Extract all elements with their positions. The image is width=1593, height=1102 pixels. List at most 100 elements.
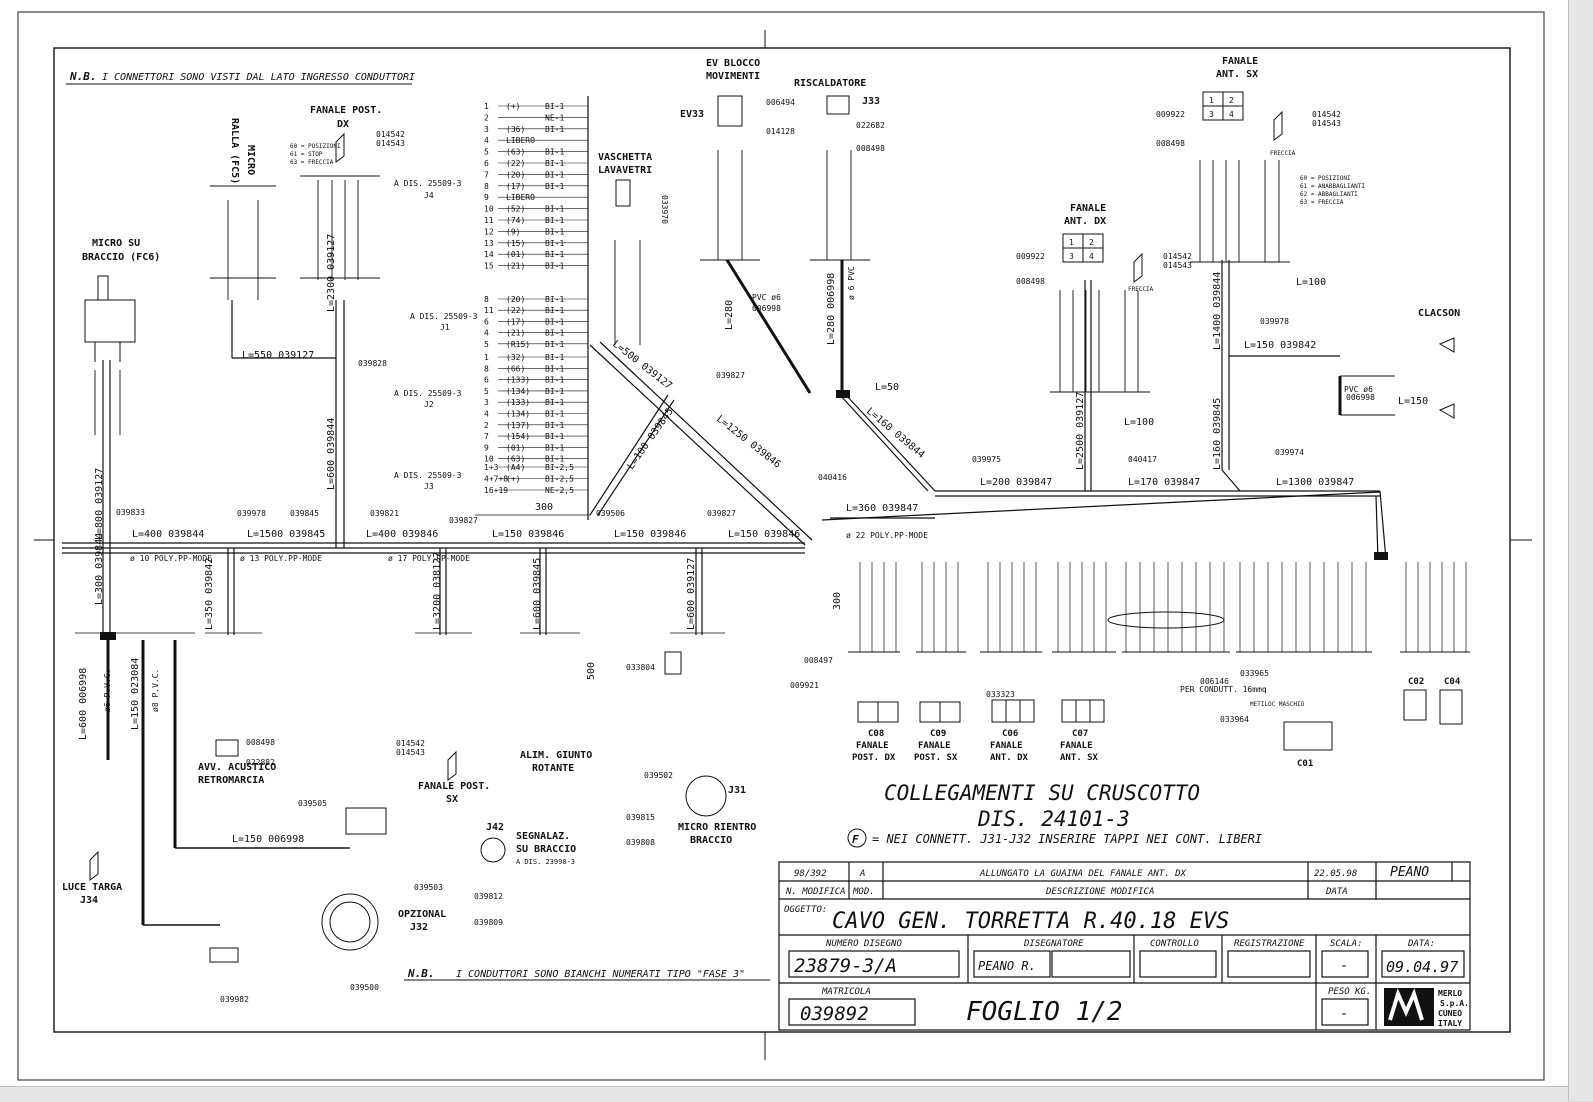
vaschetta-pump-icon	[615, 179, 631, 207]
freccia-ant-sx-icon	[1273, 110, 1283, 141]
cable-length-label: L=150 023084	[130, 658, 141, 730]
tb-numero: 23879-3/A	[794, 955, 897, 977]
j-row-type: BI-1	[545, 159, 564, 168]
tb-foglio: FOGLIO 1/2	[966, 997, 1123, 1027]
label-avv-acustico: AVV. ACUSTICO	[198, 762, 276, 773]
j-row-wire: (22)	[506, 159, 525, 168]
cable-length-label: L=100 039845	[625, 406, 675, 471]
part-number-label: 039812	[474, 892, 503, 901]
inner-frame	[53, 47, 1511, 1033]
ref-j3: A DIS. 25509-3	[394, 471, 462, 480]
cable-length-label: L=1300 039847	[1276, 477, 1354, 488]
j-row-pin: 4	[484, 329, 489, 338]
cable-length-label: L=2300 039127	[326, 234, 337, 312]
label-c07-fanale: FANALE	[1060, 741, 1093, 751]
cable-length-label: L=160 039844	[864, 406, 926, 461]
pn-014542-c: 014542	[1163, 252, 1192, 261]
sheath-label: ø 6 PVC	[847, 266, 856, 300]
label-c08-side: POST. DX	[852, 753, 896, 763]
j-row-wire: (52)	[506, 205, 525, 214]
sheath-label: PVC ø6	[1344, 385, 1373, 394]
part-number-label: 039828	[358, 359, 387, 368]
ref-j1: A DIS. 25509-3	[410, 312, 478, 321]
part-number-label: 039982	[220, 995, 249, 1004]
j-row-type: BI-1	[545, 250, 564, 259]
svg-text:3: 3	[1069, 252, 1074, 261]
sheath-pvc6: PVC ø6	[752, 293, 781, 302]
cable-length-label: L=280 006998	[826, 273, 837, 345]
pn-008498-c: 008498	[1016, 277, 1045, 286]
j-row-pin: 5	[484, 340, 489, 349]
j-row-wire: (63)	[506, 455, 525, 464]
j-row-wire: (17)	[506, 317, 525, 326]
note-bottom-text: I CONDUTTORI SONO BIANCHI NUMERATI TIPO …	[456, 969, 745, 980]
j-row-pin: 12	[484, 227, 494, 236]
ev33-valve-icon	[717, 95, 743, 127]
j-row-type: BI-1	[545, 421, 564, 430]
j-row-type: BI-1	[545, 432, 564, 441]
tb-controllo-label: CONTROLLO	[1150, 939, 1199, 949]
j-row-wire: (+)	[506, 102, 520, 111]
luce-targa-icon	[89, 850, 99, 881]
tb-matricola-label: MATRICOLA	[821, 987, 871, 997]
fanale-post-sx-icon	[447, 750, 457, 781]
label-lavavetri: LAVAVETRI	[598, 165, 652, 176]
j-row-wire: (36)	[506, 125, 525, 134]
horizontal-scrollbar[interactable]	[0, 1086, 1568, 1102]
cable-length-label: L=600 039844	[326, 418, 337, 490]
heading-collegamenti: COLLEGAMENTI SU CRUSCOTTO	[884, 781, 1200, 805]
part-number-label: 039827	[707, 509, 736, 518]
wire-fan-micro-ralla	[94, 180, 359, 435]
pn-008498-b: 008498	[1156, 139, 1185, 148]
cable-length-label: L=50	[875, 382, 899, 393]
part-number-label: 033965	[1240, 669, 1269, 678]
cable-length-label: L=360 039847	[846, 503, 918, 514]
j-row-wire: (63)	[506, 148, 525, 157]
label-c06: C06	[1002, 729, 1018, 739]
label-freccia-sx: FRECCIA	[1270, 150, 1296, 157]
j-row-wire: (01)	[506, 250, 525, 259]
label-c06-fanale: FANALE	[990, 741, 1023, 751]
label-micro-braccio-2: BRACCIO (FC6)	[82, 252, 160, 263]
j-row-type: BI-1	[545, 182, 564, 191]
cable-length-label: L=100	[1296, 277, 1326, 288]
tb-oggetto: CAVO GEN. TORRETTA R.40.18 EVS	[832, 909, 1229, 934]
cable-length-label: L=800 039127	[94, 468, 105, 540]
wire-fans-right	[859, 562, 1467, 652]
label-riscaldatore: RISCALDATORE	[794, 78, 866, 89]
legend-ant-63: 63 = FRECCIA	[1300, 199, 1344, 206]
f-symbol-icon	[847, 828, 867, 848]
j-row-type: BI-1	[545, 295, 564, 304]
label-dis-23998: A DIS. 23998-3	[516, 858, 575, 866]
clacson-icon-1	[1438, 337, 1455, 353]
label-ev-blocco: EV BLOCCO	[706, 58, 760, 69]
j-row-type: BI-1	[545, 148, 564, 157]
label-fanale-post-sx: FANALE POST.	[418, 781, 490, 792]
c02-connector-icon	[1403, 689, 1427, 721]
vertical-scrollbar[interactable]	[1568, 0, 1593, 1101]
sheath-label: ø6 P.V.C.	[103, 669, 112, 712]
pn-014543: 014543	[376, 139, 405, 148]
j31-connector-icon	[685, 775, 727, 817]
j-row-type: BI-1	[545, 227, 564, 236]
label-micro-braccio: MICRO SU	[92, 238, 140, 249]
part-number-label: 039978	[237, 509, 266, 518]
j-row-pin: 8	[484, 295, 489, 304]
j32-connector-icon	[321, 893, 379, 951]
label-ev-movimenti: MOVIMENTI	[706, 71, 760, 82]
j-row-type: BI-1	[545, 170, 564, 179]
ref-j3-label: J3	[424, 482, 434, 491]
label-micro: MICRO	[245, 145, 256, 175]
label-c02: C02	[1408, 677, 1424, 687]
cable-length-label: L=150 039846	[614, 529, 686, 540]
svg-text:2: 2	[1089, 238, 1094, 247]
label-vaschetta: VASCHETTA	[598, 152, 652, 163]
j-row-type: BI-1	[545, 353, 564, 362]
j-row-type: BI-2,5	[545, 475, 574, 484]
j-row-type: BI-1	[545, 239, 564, 248]
cable-length-label: L=500 039127	[610, 339, 674, 392]
label-per-condutt: PER CONDUTT. 16mmq	[1180, 685, 1267, 694]
label-j42: J42	[486, 822, 504, 833]
